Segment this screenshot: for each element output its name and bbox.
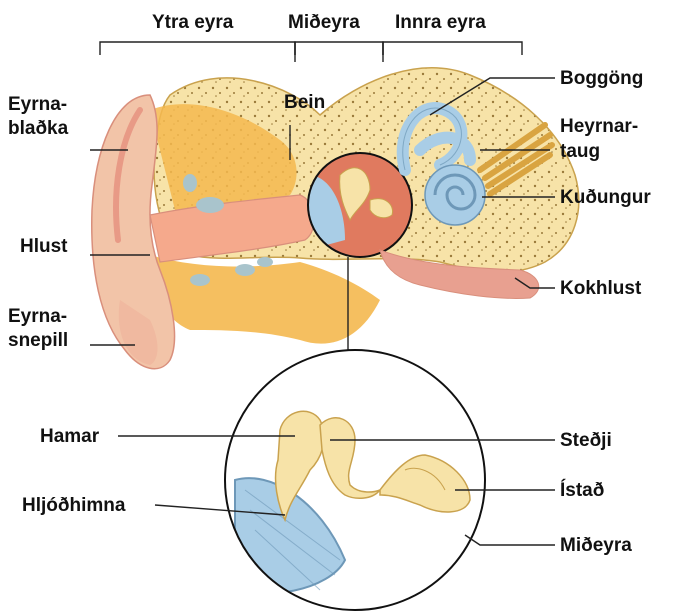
label-pinna-line2: blaðka: [8, 118, 69, 139]
label-stirrup: Ístað: [560, 479, 604, 501]
label-semicircular: Boggöng: [560, 68, 643, 89]
ear-cross-section: [92, 68, 579, 369]
section-brackets: [100, 42, 522, 62]
label-canal: Hlust: [20, 236, 68, 257]
label-inner-ear: Innra eyra: [395, 12, 486, 33]
label-cochlea: Kuðungur: [560, 187, 651, 208]
label-nerve-line1: Heyrnar-: [560, 116, 638, 137]
label-pinna-line1: Eyrna-: [8, 94, 67, 115]
label-outer-ear: Ytra eyra: [152, 12, 234, 33]
label-lobe-line2: snepill: [8, 330, 68, 351]
label-middle-ear-zoom: Miðeyra: [560, 535, 632, 556]
cochlea: [425, 165, 485, 225]
label-nerve-line2: taug: [560, 141, 600, 162]
label-eustachian: Kokhlust: [560, 278, 642, 299]
label-eardrum: Hljóðhimna: [22, 495, 126, 516]
lower-tissue: [150, 255, 380, 344]
label-hammer: Hamar: [40, 426, 100, 447]
zoom-middle-ear: [225, 350, 485, 610]
label-lobe-line1: Eyrna-: [8, 306, 67, 327]
label-anvil: Steðji: [560, 430, 612, 451]
label-bone: Bein: [284, 92, 325, 113]
label-middle-ear: Miðeyra: [288, 12, 360, 33]
